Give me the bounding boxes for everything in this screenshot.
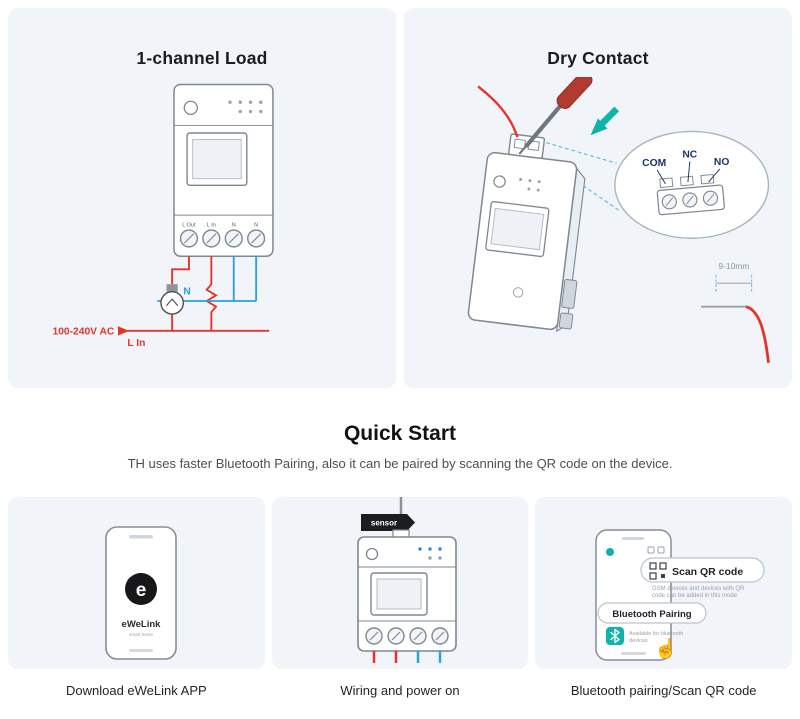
sensor-tag: sensor bbox=[361, 514, 415, 531]
scan-qr-label: Scan QR code bbox=[672, 566, 743, 578]
ewelink-logo-icon bbox=[125, 573, 158, 605]
step-card-pairing: Scan QR code GSM devices and devices wit… bbox=[535, 497, 793, 669]
panel-dry-contact: Dry Contact bbox=[404, 8, 792, 388]
quick-start-steps: e eWeLink smart home Download eWeLink AP… bbox=[0, 497, 800, 698]
qr-code-icon bbox=[649, 562, 667, 580]
dry-terminal-labels: COM NC NO bbox=[642, 150, 729, 169]
load-wiring-diagram: L Out L In N N bbox=[53, 83, 274, 349]
device-button bbox=[493, 175, 506, 188]
bluetooth-label: Bluetooth Pairing bbox=[612, 609, 691, 620]
step-download-app: e eWeLink smart home Download eWeLink AP… bbox=[8, 497, 265, 698]
label-no: NO bbox=[714, 157, 729, 168]
svg-text:N: N bbox=[254, 222, 258, 228]
device-led-dots bbox=[418, 547, 442, 560]
app-icon bbox=[605, 548, 614, 556]
phone-speaker bbox=[129, 535, 154, 539]
bluetooth-desc-1: Available for bluetooth bbox=[629, 631, 683, 637]
panel-load-title: 1-channel Load bbox=[136, 48, 268, 68]
panel-1-channel-load: 1-channel Load bbox=[8, 8, 396, 388]
device-button bbox=[183, 100, 198, 115]
quick-start-section: Quick Start TH uses faster Bluetooth Pai… bbox=[0, 422, 800, 471]
ac-arrow-icon bbox=[118, 326, 130, 336]
device-led-dots bbox=[519, 177, 541, 192]
inserted-wire bbox=[477, 85, 519, 138]
wire-labels: N 100-240V AC L In bbox=[53, 286, 191, 348]
bluetooth-desc-2: devices bbox=[629, 638, 648, 644]
device-button bbox=[365, 547, 379, 561]
scan-qr-callout[interactable]: Scan QR code bbox=[640, 557, 765, 583]
phone-speaker bbox=[621, 537, 644, 540]
live-wires bbox=[127, 256, 270, 332]
page: 1-channel Load bbox=[0, 8, 800, 698]
ewelink-brand-text: eWeLink bbox=[122, 619, 162, 630]
phone-home-bar bbox=[620, 652, 646, 655]
svg-text:e: e bbox=[136, 580, 147, 601]
toolbar-icon bbox=[647, 546, 655, 554]
bluetooth-icon bbox=[605, 627, 624, 645]
bluetooth-pairing-callout[interactable]: Bluetooth Pairing bbox=[597, 602, 707, 624]
caption-wiring-power: Wiring and power on bbox=[340, 683, 460, 698]
quick-start-title: Quick Start bbox=[343, 422, 457, 445]
panel-dry-title: Dry Contact bbox=[547, 48, 649, 68]
phone-home-bar bbox=[129, 649, 154, 652]
svg-text:N: N bbox=[232, 222, 236, 228]
svg-text:sensor: sensor bbox=[371, 519, 397, 528]
ewelink-phone-illustration: e eWeLink smart home bbox=[105, 526, 178, 660]
ewelink-tagline: smart home bbox=[129, 632, 153, 637]
din-clip bbox=[561, 279, 578, 309]
strip-length-text: 9-10mm bbox=[718, 261, 749, 271]
hand-cursor-icon: ☝ bbox=[654, 637, 678, 660]
bulb-icon bbox=[160, 284, 185, 315]
caption-download-app: Download eWeLink APP bbox=[65, 683, 207, 698]
th-device-front: L Out L In N N bbox=[173, 83, 274, 257]
label-nc: NC bbox=[682, 150, 697, 161]
pairing-phone-illustration: Scan QR code GSM devices and devices wit… bbox=[594, 529, 765, 661]
th-device-angled bbox=[467, 133, 586, 333]
step-wiring-power: sensor bbox=[271, 497, 529, 698]
stripped-wire bbox=[701, 305, 770, 364]
device-led-dots bbox=[228, 100, 263, 114]
label-com: COM bbox=[642, 158, 666, 169]
quick-start-subtitle: TH uses faster Bluetooth Pairing, also i… bbox=[127, 456, 673, 471]
caption-pairing: Bluetooth pairing/Scan QR code bbox=[570, 683, 757, 698]
wire-stubs bbox=[372, 651, 442, 663]
label-neutral: N bbox=[183, 286, 190, 297]
scan-qr-desc-1: GSM devices and devices with QR bbox=[652, 586, 745, 592]
label-line-in: L In bbox=[127, 338, 145, 349]
step-card-download: e eWeLink smart home bbox=[8, 497, 265, 669]
svg-text:L In: L In bbox=[207, 222, 216, 228]
wiring-panels: 1-channel Load bbox=[8, 8, 792, 388]
insert-arrow-icon bbox=[590, 106, 620, 136]
terminal-callout: COM NC NO bbox=[614, 130, 770, 239]
svg-text:L Out: L Out bbox=[182, 222, 196, 228]
scan-qr-desc-2: code can be added in this mode bbox=[652, 593, 738, 599]
step-card-wiring: sensor bbox=[271, 497, 529, 669]
dry-contact-diagram: COM NC NO 9-10mm bbox=[467, 77, 770, 364]
strip-length-indicator: 9-10mm bbox=[715, 261, 753, 292]
terminal-labels: L Out L In N N bbox=[182, 222, 258, 228]
screwdriver-icon bbox=[518, 77, 593, 155]
device-power-illustration: sensor bbox=[357, 497, 457, 663]
label-ac: 100-240V AC bbox=[53, 327, 115, 338]
toolbar-icon bbox=[657, 546, 665, 554]
step-pairing: Scan QR code GSM devices and devices wit… bbox=[535, 497, 793, 698]
th-device-front bbox=[357, 529, 457, 652]
